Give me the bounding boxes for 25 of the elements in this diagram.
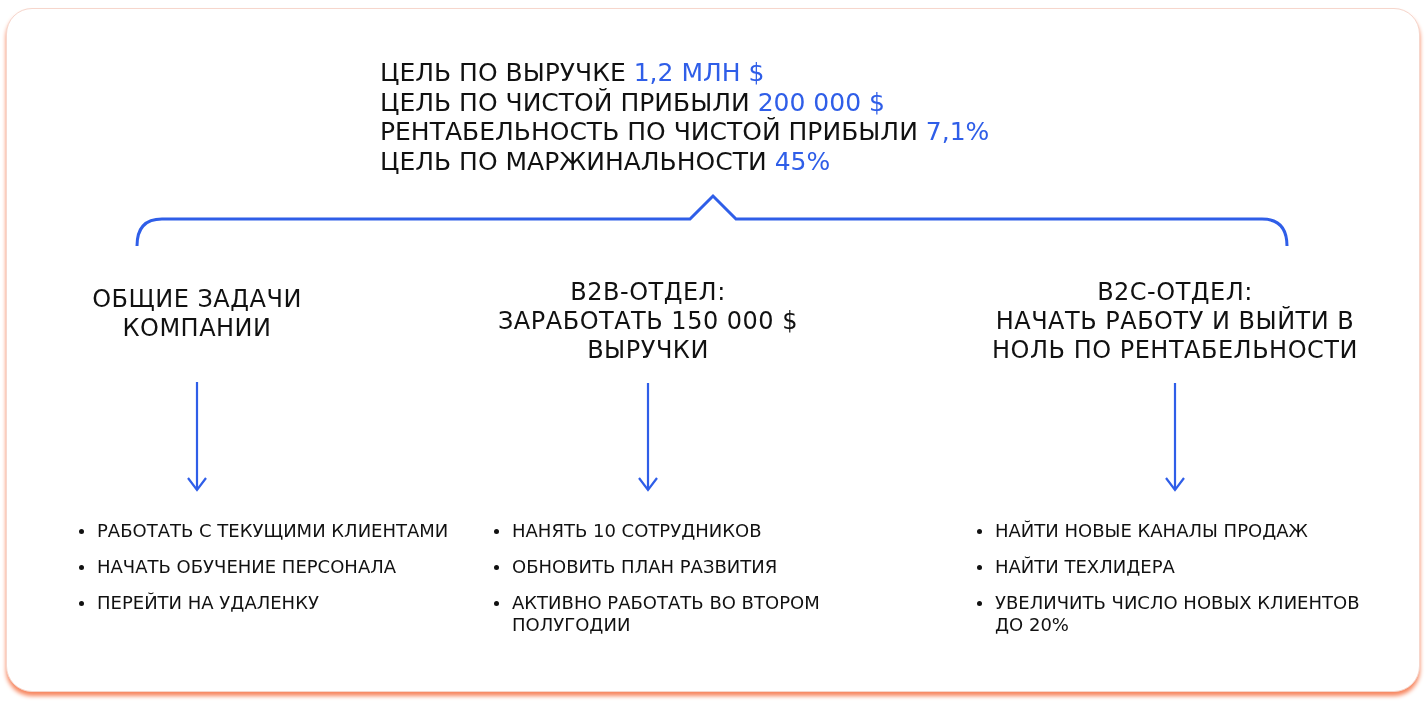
task-item: УВЕЛИЧИТЬ ЧИСЛО НОВЫХ КЛИЕНТОВ ДО 20% (995, 592, 1393, 636)
task-item: РАБОТАТЬ С ТЕКУЩИМИ КЛИЕНТАМИ (97, 520, 475, 542)
goal-value: 1,2 МЛН $ (633, 58, 765, 87)
section-heading: B2C-ОТДЕЛ: (1096, 278, 1254, 306)
section-heading: B2B-ОТДЕЛ: (569, 278, 727, 307)
section-heading: НАЧАТЬ РАБОТУ И ВЫЙТИ В НОЛЬ ПО РЕНТАБЕЛЬНОСТИ (991, 307, 1359, 365)
goal-value: 7,1% (925, 117, 990, 146)
arrow (1164, 383, 1186, 492)
task-item: ОБНОВИТЬ ПЛАН РАЗВИТИЯ (512, 556, 920, 578)
task-item: НАЧАТЬ ОБУЧЕНИЕ ПЕРСОНАЛА (97, 556, 475, 578)
arrow (186, 382, 208, 492)
goal-label: ЦЕЛЬ ПО ЧИСТОЙ ПРИБЫЛИ (380, 87, 750, 117)
goal-value: 200 000 $ (757, 87, 885, 117)
task-item: НАЙТИ НОВЫЕ КАНАЛЫ ПРОДАЖ (995, 520, 1393, 542)
task-item: АКТИВНО РАБОТАТЬ ВО ВТОРОМ ПОЛУГОДИИ (512, 592, 920, 636)
goal-label: ЦЕЛЬ ПО МАРЖИНАЛЬНОСТИ (380, 146, 767, 176)
goal-value: 45% (774, 146, 831, 176)
arrow (637, 383, 659, 492)
goal-label: РЕНТАБЕЛЬНОСТЬ ПО ЧИСТОЙ ПРИБЫЛИ (380, 117, 918, 146)
task-item: ПЕРЕЙТИ НА УДАЛЕНКУ (97, 592, 475, 614)
task-item: НАНЯТЬ 10 СОТРУДНИКОВ (512, 520, 920, 542)
task-item: НАЙТИ ТЕХЛИДЕРА (995, 556, 1393, 578)
goal-label: ЦЕЛЬ ПО ВЫРУЧКЕ (380, 58, 626, 87)
section-heading: ОБЩИЕ ЗАДАЧИ КОМПАНИИ (91, 285, 303, 343)
section-heading: ЗАРАБОТАТЬ 150 000 $ ВЫРУЧКИ (497, 307, 799, 365)
